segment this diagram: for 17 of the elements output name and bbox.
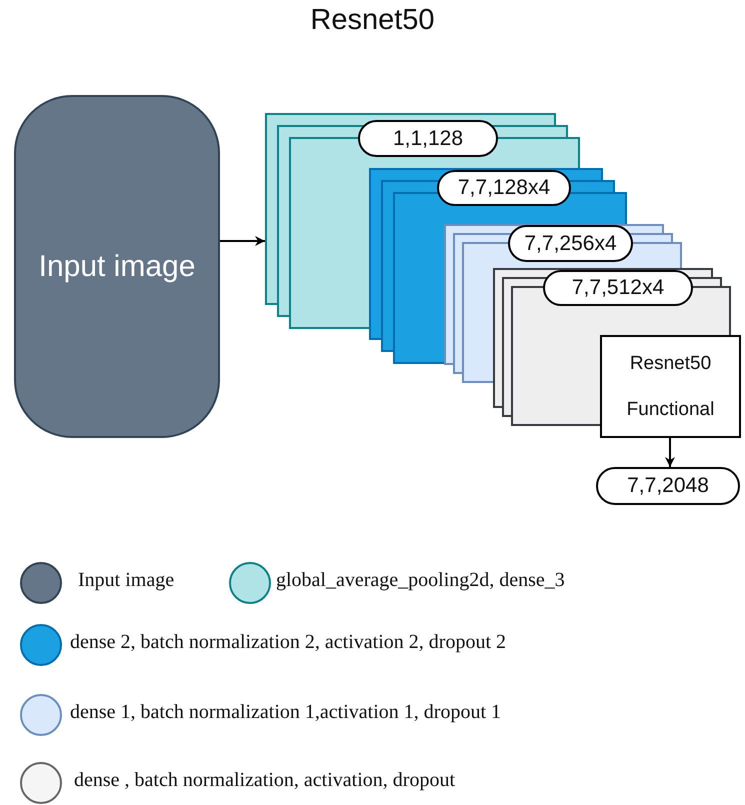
legend-label: global_average_pooling2d, dense_3 (276, 569, 565, 592)
input-box (14, 95, 220, 438)
node-label: Resnet50 Functional (626, 352, 716, 422)
shape-label: 1,1,128 (358, 120, 498, 157)
shape-label: 7,7,128x4 (437, 170, 571, 206)
shape-label: 7,7,2048 (596, 467, 740, 505)
legend-label: dense 1, batch normalization 1,activation 1, dropout 1 (70, 701, 501, 724)
legend-label: dense 2, batch normalization 2, activation 2, dropout 2 (70, 631, 506, 654)
node-label: Input image (38, 250, 196, 284)
arrow (665, 438, 675, 467)
legend-label: dense , batch normalization, activation, dropout (74, 769, 455, 792)
arrow (220, 236, 265, 246)
legend-label: Input image (78, 569, 174, 592)
shape-label: 7,7,512x4 (543, 270, 693, 306)
diagram-title: Resnet50 (309, 4, 436, 37)
shape-label: 7,7,256x4 (508, 225, 633, 262)
model-box (600, 335, 741, 438)
